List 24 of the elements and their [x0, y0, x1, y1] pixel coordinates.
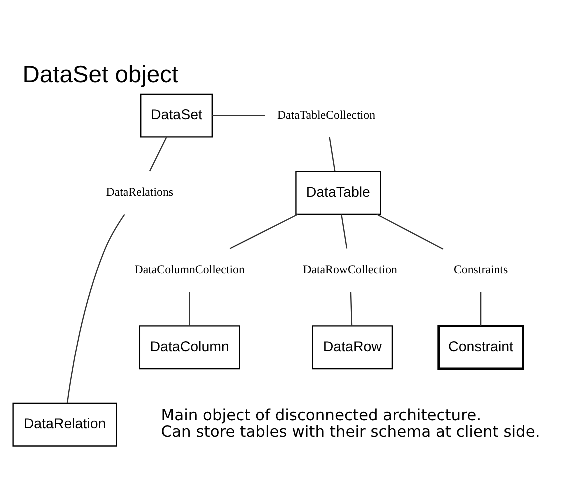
node-box: DataSet: [140, 93, 213, 138]
node-box: DataRow: [312, 325, 394, 370]
label: Can store tables with their schema at client side.: [161, 422, 540, 441]
connector: [189, 291, 190, 326]
node-text: DataRowCollection: [303, 262, 398, 276]
connector: [329, 136, 336, 172]
connector: [212, 114, 266, 116]
connector: [341, 214, 348, 248]
connector: [230, 214, 298, 249]
connector: [376, 214, 444, 250]
node-box: DataRelation: [12, 402, 118, 446]
node-box: Constraint: [438, 324, 524, 370]
label: Main object of disconnected architecture.: [161, 406, 482, 424]
connector: [149, 136, 168, 172]
diagram-title: DataSet object: [22, 61, 179, 88]
connector: [66, 214, 126, 403]
node-box: DataColumn: [139, 325, 240, 370]
node-text: Constraints: [454, 262, 508, 276]
connector: [350, 291, 353, 326]
node-text: DataTableCollection: [277, 107, 376, 122]
connector: [480, 291, 482, 326]
node-text: DataColumnCollection: [134, 262, 245, 276]
node-box: DataTable: [296, 170, 382, 215]
node-text: DataRelations: [106, 184, 174, 199]
